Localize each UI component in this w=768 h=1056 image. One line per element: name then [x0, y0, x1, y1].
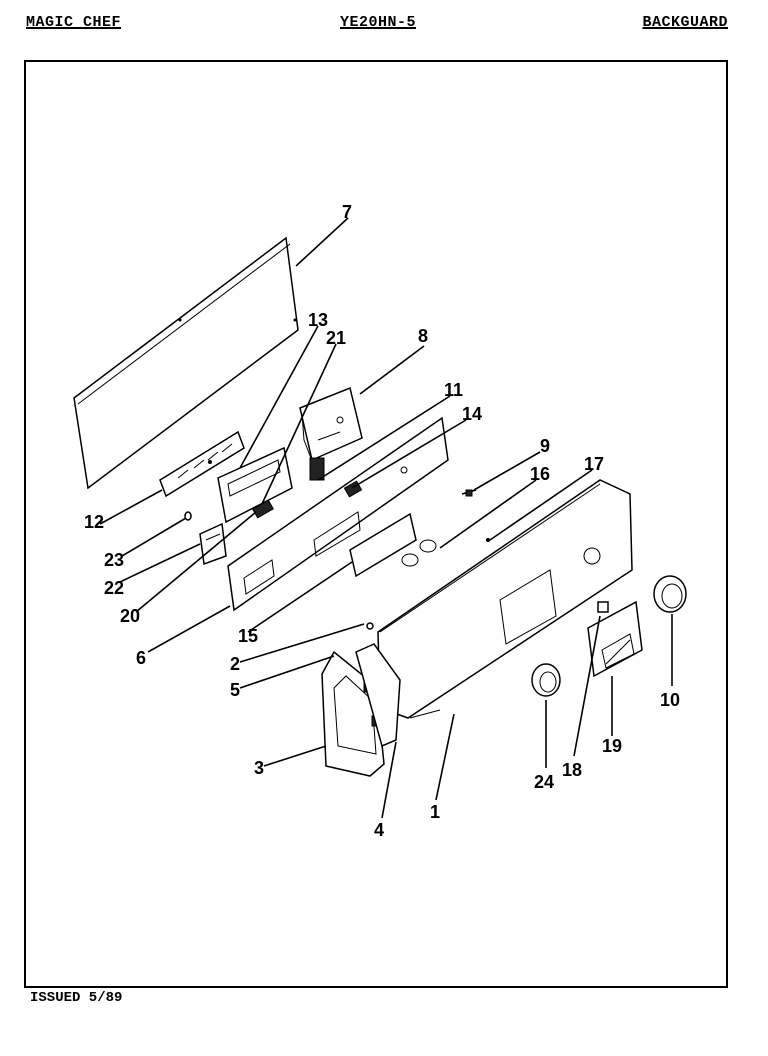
part-12-terminal-block — [159, 430, 245, 498]
callout-11: 11 — [444, 380, 463, 400]
leader-lines — [99, 217, 673, 819]
callout-16: 16 — [530, 464, 550, 484]
callout-13: 13 — [308, 310, 328, 330]
callout-19: 19 — [602, 736, 622, 756]
model-number: YE20HN-5 — [340, 14, 417, 31]
callout-14: 14 — [462, 404, 482, 424]
callout-20: 20 — [120, 606, 140, 626]
callout-1: 1 — [430, 802, 440, 822]
part-8-timer — [299, 386, 363, 481]
part-16-clips — [401, 539, 437, 567]
part-10-knob — [653, 575, 687, 613]
callout-2: 2 — [230, 654, 240, 674]
part-9-screw — [461, 489, 477, 497]
part-2-screw — [366, 622, 374, 630]
callout-18: 18 — [562, 760, 582, 780]
callout-9: 9 — [540, 436, 550, 456]
callout-10: 10 — [660, 690, 680, 710]
part-22-switch — [199, 522, 227, 566]
section-title: BACKGUARD — [642, 14, 728, 31]
callout-7: 7 — [342, 202, 352, 222]
part-6-control-panel — [227, 416, 449, 612]
callout-6: 6 — [136, 648, 146, 668]
callout-labels: 7 13 21 8 11 14 9 16 17 12 23 22 20 6 15… — [84, 202, 680, 840]
part-13-bracket — [217, 446, 293, 524]
callout-23: 23 — [104, 550, 124, 570]
part-24-knob — [531, 663, 561, 697]
part-4-trim — [355, 643, 401, 748]
callout-4: 4 — [374, 820, 384, 840]
diagram-frame — [24, 60, 728, 988]
callout-22: 22 — [104, 578, 124, 598]
callout-17: 17 — [584, 454, 604, 474]
callout-24: 24 — [534, 772, 554, 792]
part-7-top-panel — [73, 236, 299, 490]
callout-3: 3 — [254, 758, 264, 778]
callout-15: 15 — [238, 626, 258, 646]
issued-date: ISSUED 5/89 — [30, 990, 123, 1006]
part-23-screw — [184, 511, 192, 521]
part-18-indicator — [597, 601, 609, 613]
brand-name: MAGIC CHEF — [26, 14, 122, 31]
callout-12: 12 — [84, 512, 104, 532]
part-15-lens — [349, 512, 417, 578]
callout-8: 8 — [418, 326, 428, 346]
callout-21: 21 — [326, 328, 346, 348]
callout-5: 5 — [230, 680, 240, 700]
part-1-backguard — [377, 479, 633, 719]
